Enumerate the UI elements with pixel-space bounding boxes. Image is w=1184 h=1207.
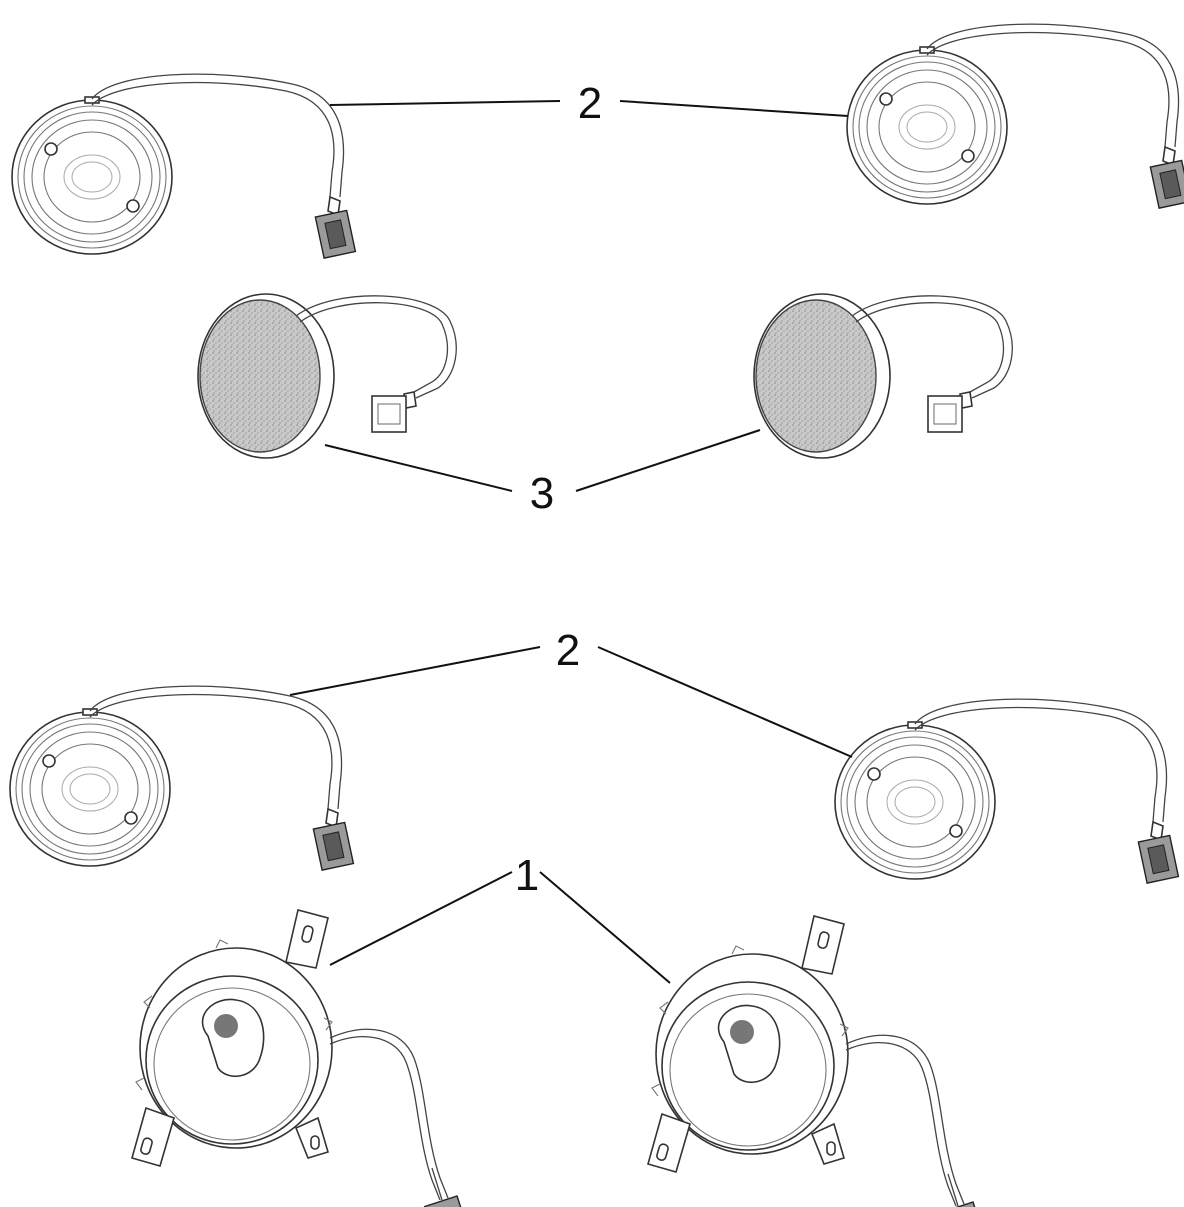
leader-lines-1 bbox=[329, 871, 671, 984]
leader-lines-2-top bbox=[329, 100, 849, 117]
woofer-left bbox=[131, 909, 471, 1207]
round-speaker-top-left bbox=[11, 73, 357, 259]
leader-lines-3 bbox=[324, 429, 761, 492]
leader-lines-2-middle bbox=[289, 646, 853, 758]
leader-line bbox=[539, 871, 671, 984]
leader-line bbox=[575, 429, 761, 492]
round-speaker-middle-right bbox=[834, 698, 1180, 884]
leader-line bbox=[597, 646, 853, 758]
woofer-right bbox=[647, 915, 987, 1207]
leader-line bbox=[329, 100, 561, 106]
leader-line bbox=[324, 444, 513, 492]
leader-line bbox=[619, 100, 849, 117]
round-speaker-middle-left bbox=[9, 685, 355, 871]
callout-number-3: 3 bbox=[530, 469, 554, 518]
round-speaker-top-right bbox=[846, 23, 1184, 209]
callout-number-2-top: 2 bbox=[578, 79, 602, 128]
callout-number-1: 1 bbox=[515, 851, 539, 900]
leader-line bbox=[289, 646, 541, 696]
leader-line bbox=[329, 871, 513, 966]
tweeter-left bbox=[197, 293, 458, 459]
callout-number-2-middle: 2 bbox=[556, 626, 580, 675]
tweeter-right bbox=[753, 293, 1014, 459]
